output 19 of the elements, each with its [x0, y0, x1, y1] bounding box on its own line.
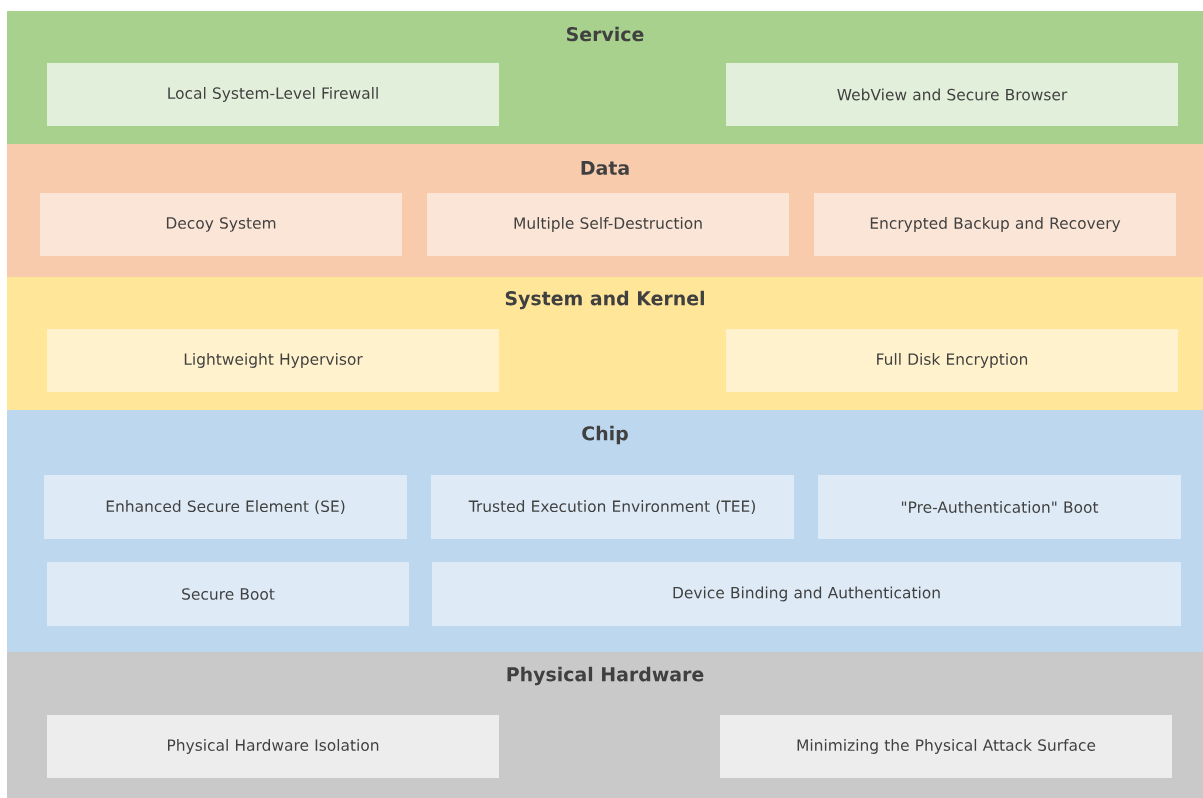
feature-box: Local System-Level Firewall: [47, 63, 499, 126]
feature-box: Device Binding and Authentication: [432, 562, 1181, 626]
feature-box: Lightweight Hypervisor: [47, 329, 499, 392]
feature-box: Physical Hardware Isolation: [47, 715, 499, 778]
layer-heading: Service: [567, 26, 644, 42]
layer-heading: Physical Hardware: [507, 666, 704, 686]
feature-box: Full Disk Encryption: [726, 329, 1178, 392]
layer-heading: Chip: [582, 425, 628, 445]
layer-heading: System and Kernel: [505, 290, 704, 310]
feature-box: Enhanced Secure Element (SE): [44, 475, 407, 539]
feature-box: Trusted Execution Environment (TEE): [431, 475, 794, 539]
feature-box: Minimizing the Physical Attack Surface: [720, 715, 1172, 778]
feature-box: Secure Boot: [47, 562, 409, 626]
feature-box: "Pre-Authentication" Boot: [818, 475, 1181, 539]
feature-box: Encrypted Backup and Recovery: [814, 193, 1176, 256]
layer-heading: Data: [581, 160, 629, 176]
feature-box: Decoy System: [40, 193, 402, 256]
feature-box: Multiple Self-Destruction: [427, 193, 789, 256]
feature-box: WebView and Secure Browser: [726, 63, 1178, 126]
